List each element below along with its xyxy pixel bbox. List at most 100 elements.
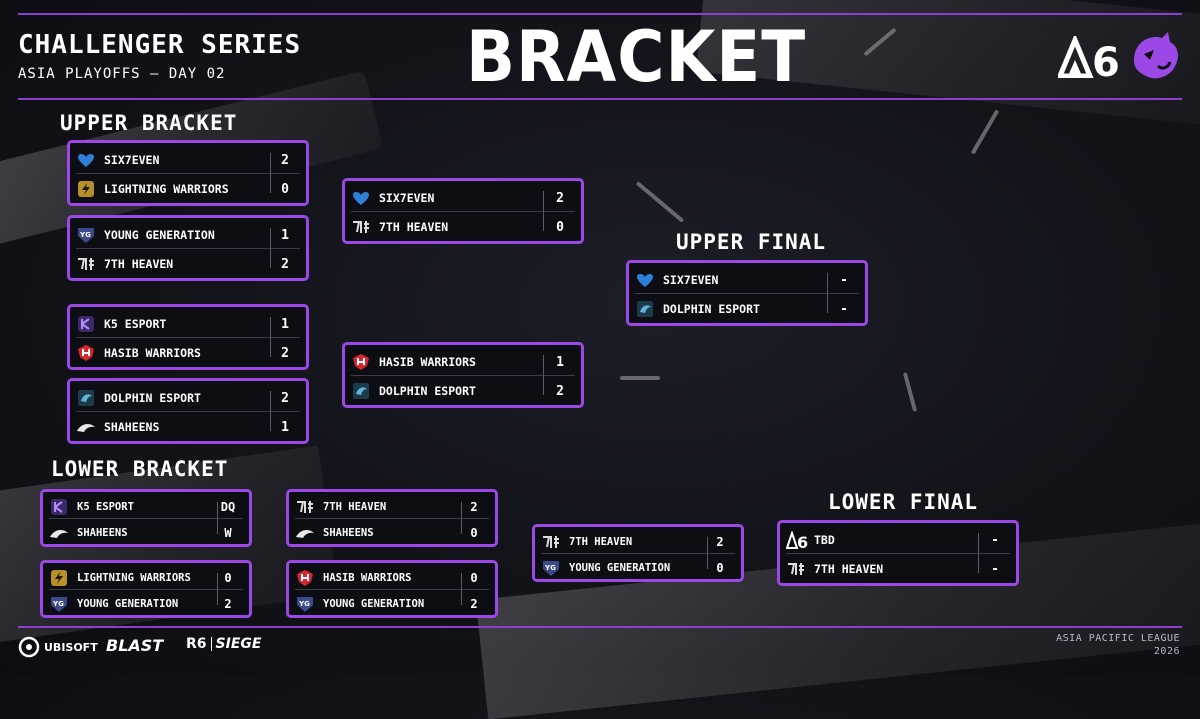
svg-text:YG: YG <box>52 600 64 608</box>
team-score: 1 <box>556 354 564 370</box>
team-score: 2 <box>556 190 564 206</box>
upper-bracket-label: UPPER BRACKET <box>60 111 238 135</box>
shaheens-logo <box>295 524 315 542</box>
match-card-lower-r1m2[interactable]: LIGHTNING WARRIORS 0 YG YOUNG GENERATION… <box>40 560 252 618</box>
six7even-logo <box>76 151 96 169</box>
match-card-lower-r1m1[interactable]: K5 ESPORT DQ SHAHEENS W <box>40 489 252 547</box>
score-divider <box>707 537 708 569</box>
series-title: CHALLENGER SERIES <box>18 30 302 60</box>
young-generation-logo: YG <box>541 559 561 577</box>
r6-logo: 6 <box>1058 36 1120 78</box>
logo-divider <box>210 637 212 651</box>
team-score: 0 <box>716 560 724 575</box>
match-card-upper-r1m1[interactable]: SIX7EVEN 2 LIGHTNING WARRIORS 0 <box>67 140 309 206</box>
team-name: SIX7EVEN <box>104 153 160 167</box>
team-name: LIGHTNING WARRIORS <box>104 182 229 196</box>
svg-text:6: 6 <box>797 533 808 549</box>
team-score: 2 <box>281 345 289 361</box>
team-name: HASIB WARRIORS <box>104 346 201 360</box>
ubisoft-logo: UBISOFT <box>18 636 98 658</box>
team-score: DQ <box>220 499 236 514</box>
team-row: 7TH HEAVEN - <box>786 556 1010 582</box>
team-score: 0 <box>470 525 478 540</box>
team-name: HASIB WARRIORS <box>323 571 412 584</box>
svg-text:YG: YG <box>544 564 556 572</box>
row-divider <box>295 518 489 519</box>
team-row: HASIB WARRIORS 0 <box>295 566 489 589</box>
row-divider <box>76 411 300 412</box>
match-card-upper-final[interactable]: SIX7EVEN - DOLPHIN ESPORT - <box>626 260 868 326</box>
row-divider <box>49 589 243 590</box>
7th-heaven-logo <box>295 498 315 516</box>
hasib-warriors-logo <box>76 344 96 362</box>
six7even-logo <box>351 189 371 207</box>
k5-esport-logo <box>49 498 69 516</box>
team-name: DOLPHIN ESPORT <box>663 302 760 316</box>
row-divider <box>76 248 300 249</box>
team-row: SHAHEENS 1 <box>76 414 300 440</box>
score-divider <box>827 273 828 313</box>
team-name: TBD <box>814 533 835 547</box>
r6-wordmark: R6 <box>186 636 207 652</box>
team-name: HASIB WARRIORS <box>379 355 476 369</box>
young-generation-logo: YG <box>295 595 315 613</box>
young-generation-logo: YG <box>76 226 96 244</box>
match-card-upper-r2m2[interactable]: HASIB WARRIORS 1 DOLPHIN ESPORT 2 <box>342 342 584 408</box>
team-name: SHAHEENS <box>77 526 128 539</box>
team-row: 7TH HEAVEN 2 <box>295 495 489 518</box>
background-shard <box>635 181 685 223</box>
team-name: SHAHEENS <box>323 526 374 539</box>
k5-esport-logo <box>76 315 96 333</box>
team-row: LIGHTNING WARRIORS 0 <box>76 176 300 202</box>
match-card-lower-r2m2[interactable]: HASIB WARRIORS 0 YG YOUNG GENERATION 2 <box>286 560 498 618</box>
league-label: ASIA PACIFIC LEAGUE 2026 <box>1056 632 1180 658</box>
hasib-warriors-logo <box>351 353 371 371</box>
team-name: DOLPHIN ESPORT <box>379 384 476 398</box>
six7even-logo <box>635 271 655 289</box>
lightning-warriors-logo <box>76 180 96 198</box>
match-card-upper-r1m3[interactable]: K5 ESPORT 1 HASIB WARRIORS 2 <box>67 304 309 370</box>
team-row: YG YOUNG GENERATION 1 <box>76 222 300 248</box>
dragon-logo <box>1134 32 1178 79</box>
young-generation-logo: YG <box>49 595 69 613</box>
team-score: 1 <box>281 419 289 435</box>
page-title: BRACKET <box>466 16 807 98</box>
score-divider <box>461 573 462 605</box>
row-divider <box>786 553 1010 554</box>
league-year: 2026 <box>1153 646 1180 657</box>
match-card-lower-r3m1[interactable]: 7TH HEAVEN 2 YG YOUNG GENERATION 0 <box>532 524 744 582</box>
team-row: SIX7EVEN 2 <box>351 185 575 211</box>
team-row: 6 TBD - <box>785 527 1010 553</box>
team-score: 2 <box>281 152 289 168</box>
team-row: LIGHTNING WARRIORS 0 <box>49 566 243 589</box>
row-divider <box>49 518 243 519</box>
score-divider <box>978 533 979 573</box>
7th-heaven-logo <box>351 218 371 236</box>
team-score: 1 <box>281 227 289 243</box>
dolphin-esport-logo <box>76 389 96 407</box>
hasib-warriors-logo <box>295 569 315 587</box>
team-name: YOUNG GENERATION <box>77 597 179 610</box>
match-card-upper-r1m2[interactable]: YG YOUNG GENERATION 1 7TH HEAVEN 2 <box>67 215 309 281</box>
team-score: - <box>991 561 999 577</box>
score-divider <box>461 502 462 534</box>
row-divider <box>295 589 489 590</box>
team-score: 2 <box>281 390 289 406</box>
league-name: ASIA PACIFIC LEAGUE <box>1056 633 1180 644</box>
row-divider <box>351 375 575 376</box>
lower-final-label: LOWER FINAL <box>828 490 979 514</box>
shaheens-logo <box>49 524 69 542</box>
svg-text:YG: YG <box>298 600 310 608</box>
team-row: K5 ESPORT DQ <box>49 495 243 518</box>
series-subtitle: ASIA PLAYOFFS – DAY 02 <box>18 66 226 82</box>
ubisoft-swirl-icon <box>18 636 40 658</box>
match-card-upper-r2m1[interactable]: SIX7EVEN 2 7TH HEAVEN 0 <box>342 178 584 244</box>
match-card-lower-r2m1[interactable]: 7TH HEAVEN 2 SHAHEENS 0 <box>286 489 498 547</box>
score-divider <box>270 153 271 193</box>
score-divider <box>543 355 544 395</box>
background-shard <box>620 376 660 380</box>
r6-logo: 6 <box>785 529 808 552</box>
team-score: 2 <box>224 596 232 611</box>
match-card-upper-r1m4[interactable]: DOLPHIN ESPORT 2 SHAHEENS 1 <box>67 378 309 444</box>
match-card-lower-final[interactable]: 6 TBD - 7TH HEAVEN - <box>777 520 1019 586</box>
